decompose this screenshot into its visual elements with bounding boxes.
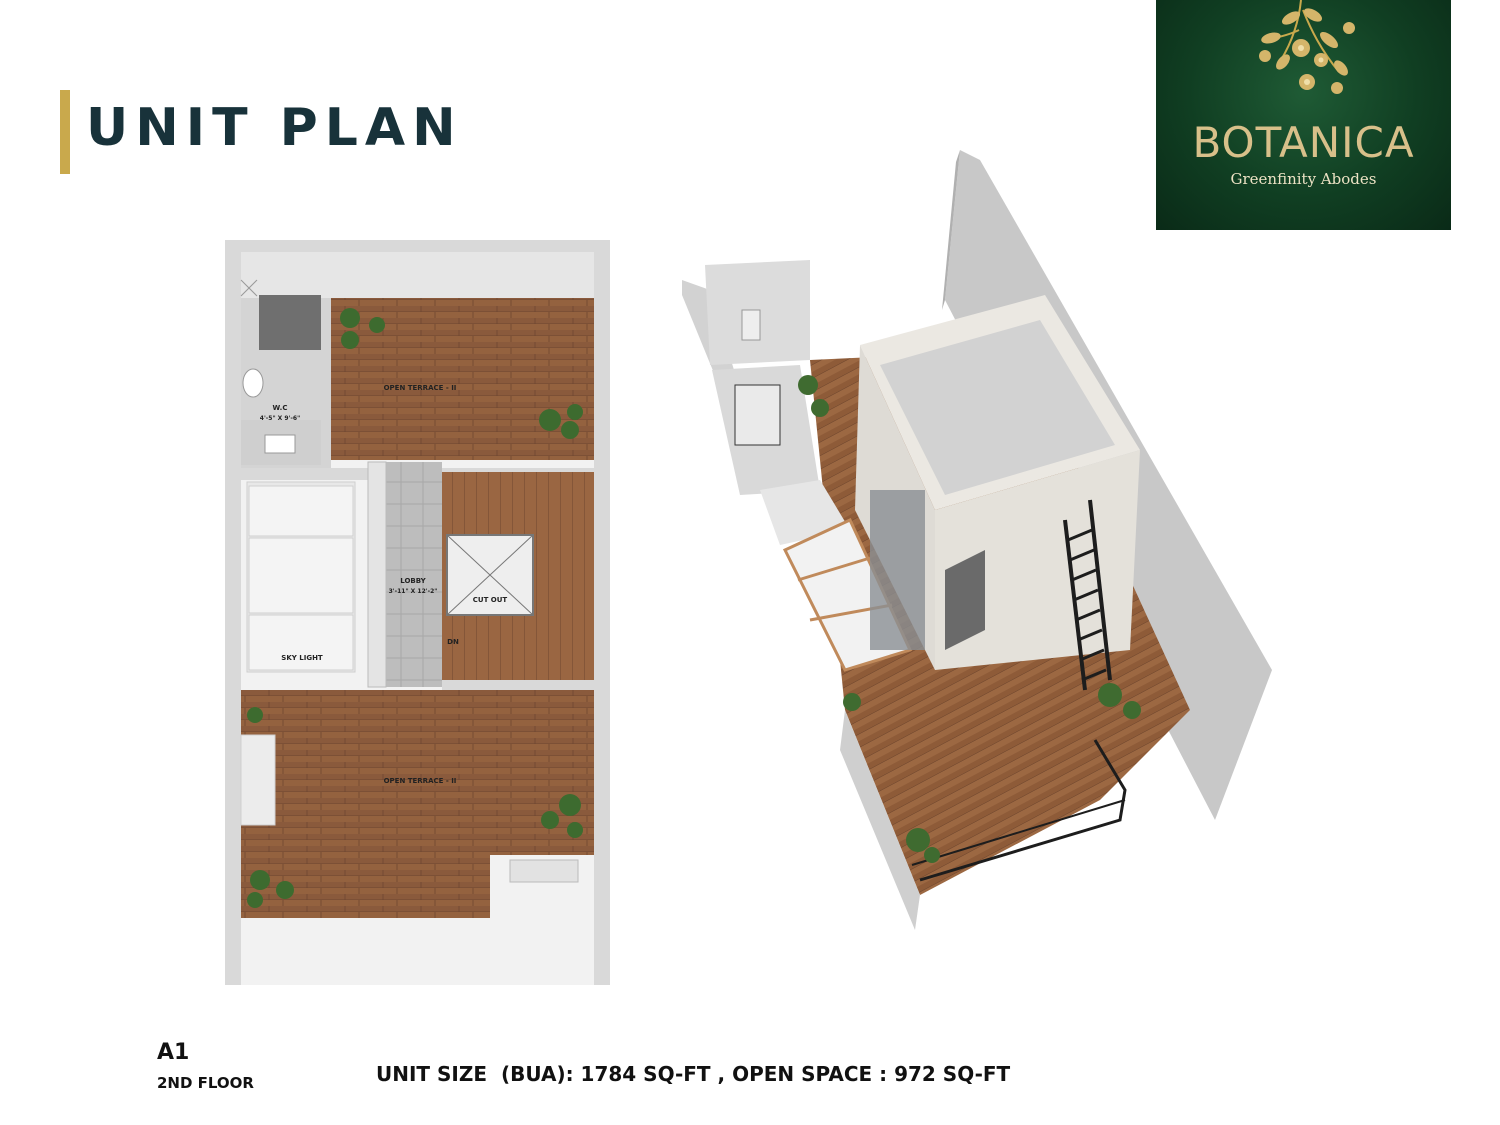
brand-tagline: Greenfinity Abodes [1230, 170, 1377, 188]
golden-flower-branch-icon [1259, 0, 1355, 94]
room-label-sky-light: SKY LIGHT [281, 654, 323, 662]
room-label-cut-out: CUT OUT [473, 596, 508, 604]
isometric-3d-view [682, 150, 1272, 930]
page-title: UNIT PLAN [86, 98, 463, 158]
unit-code: A1 [157, 1040, 190, 1065]
unit-size-info: UNIT SIZE (BUA): 1784 SQ-FT , OPEN SPACE… [376, 1062, 1011, 1086]
room-label-stair-dn: DN [447, 638, 459, 646]
title-accent-bar [60, 90, 70, 174]
room-label-terrace-bottom: OPEN TERRACE - II [384, 777, 457, 785]
floor-label: 2ND FLOOR [157, 1074, 254, 1092]
room-label-lobby: LOBBY [400, 577, 426, 585]
brand-name: BOTANICA [1192, 118, 1415, 167]
room-label-wc: W.C [273, 404, 288, 412]
floor-plan-2d: OPEN TERRACE - II W.C 4'-5" X 9'-6" LOBB… [225, 240, 610, 985]
botanica-logo: BOTANICA Greenfinity Abodes [1156, 0, 1451, 230]
room-label-terrace-top: OPEN TERRACE - II [384, 384, 457, 392]
room-size-wc: 4'-5" X 9'-6" [260, 415, 300, 422]
room-size-lobby: 3'-11" X 12'-2" [389, 588, 438, 595]
